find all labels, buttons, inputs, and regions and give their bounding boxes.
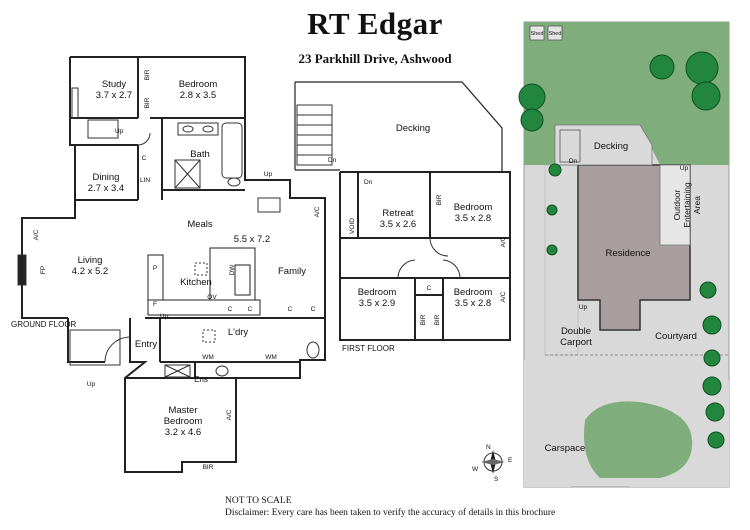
code-wm-2: WM <box>265 354 277 361</box>
room-master-dims: 3.2 x 4.6 <box>165 427 201 438</box>
code-bir-study: BIR <box>144 69 151 80</box>
room-meals: Meals <box>187 219 213 230</box>
room-living-dims: 4.2 x 5.2 <box>72 266 108 277</box>
code-dn-ff: Dn <box>364 179 373 186</box>
site-area: Area <box>692 196 702 214</box>
code-up-entry: Up <box>160 313 169 320</box>
room-study-dims: 3.7 x 2.7 <box>96 90 132 101</box>
room-kitchen: Kitchen <box>180 277 212 288</box>
code-dn-deck: Dn <box>328 157 337 164</box>
room-master: Master <box>168 405 197 416</box>
not-to-scale: NOT TO SCALE <box>225 496 292 506</box>
room-dining-dims: 2.7 x 3.4 <box>88 183 124 194</box>
code-up-porch: Up <box>87 381 96 388</box>
compass-n: N <box>486 444 491 451</box>
code-void: VOID <box>349 218 356 234</box>
compass-icon: N E S W <box>472 444 513 483</box>
site-labels: Decking Residence Outdoor Entertaining A… <box>531 31 702 454</box>
first-floor-plan <box>294 81 511 341</box>
room-dining: Dining <box>93 172 120 183</box>
disclaimer: Disclaimer: Every care has been taken to… <box>225 508 556 518</box>
code-ov: OV <box>207 294 217 301</box>
site-carport: Carport <box>560 337 592 348</box>
code-f: F <box>153 301 157 308</box>
room-bedroom-se-dims: 3.5 x 2.8 <box>455 298 491 309</box>
code-ac-living: A/C <box>33 229 40 240</box>
code-bir-ff-1: BIR <box>436 194 443 205</box>
code-c-wc: C <box>311 306 316 313</box>
code-ac-master: A/C <box>226 409 233 420</box>
room-bedroom-se: Bedroom <box>454 287 493 298</box>
compass-s: S <box>494 476 499 483</box>
room-bedroom-sw: Bedroom <box>358 287 397 298</box>
trees <box>518 51 725 449</box>
compass-w: W <box>472 466 479 473</box>
room-bedroom-ne-dims: 3.5 x 2.8 <box>455 213 491 224</box>
site-outdoor: Outdoor <box>672 189 682 220</box>
site-residence: Residence <box>606 248 651 259</box>
site-up-outdoor: Up <box>680 165 689 172</box>
code-up-stair: Up <box>115 128 124 135</box>
code-up-deck: Up <box>264 171 273 178</box>
site-shed-1: Shed <box>531 31 544 37</box>
code-dw: DW <box>229 264 236 276</box>
code-fp: FP <box>40 266 47 274</box>
room-bedroom-1-dims: 2.8 x 3.5 <box>180 90 216 101</box>
room-family: Family <box>278 266 306 277</box>
code-bir-master: BIR <box>203 464 214 471</box>
code-lin: LIN <box>140 177 150 184</box>
first-floor-caption: FIRST FLOOR <box>342 344 395 353</box>
first-floor-labels: Decking Retreat 3.5 x 2.6 Bedroom 3.5 x … <box>328 123 507 353</box>
site-up-carport: Up <box>579 304 588 311</box>
code-c-hall: C <box>142 155 147 162</box>
code-wm-1: WM <box>202 354 214 361</box>
code-bir-ff-3: BIR <box>434 314 441 325</box>
room-bedroom-ne: Bedroom <box>454 202 493 213</box>
code-ac-ff-2: A/C <box>500 291 507 302</box>
room-retreat-dims: 3.5 x 2.6 <box>380 219 416 230</box>
site-dn-deck: Dn <box>569 158 578 165</box>
room-bedroom-1: Bedroom <box>179 79 218 90</box>
site-decking: Decking <box>594 141 628 152</box>
room-study: Study <box>102 79 127 90</box>
first-floor-fixtures <box>296 104 461 279</box>
site-entertaining: Entertaining <box>682 182 692 228</box>
code-bir-bed: BIR <box>144 97 151 108</box>
code-c-family: C <box>288 306 293 313</box>
room-bedroom-sw-dims: 3.5 x 2.9 <box>359 298 395 309</box>
ground-floor-plan <box>21 56 326 473</box>
room-meals-dims: 5.5 x 7.2 <box>234 234 270 245</box>
site-courtyard: Courtyard <box>655 331 697 342</box>
room-laundry: L'dry <box>228 327 249 338</box>
property-address: 23 Parkhill Drive, Ashwood <box>298 51 452 66</box>
ground-floor-caption: GROUND FLOOR <box>11 320 77 329</box>
site-double: Double <box>561 326 591 337</box>
room-living: Living <box>78 255 103 266</box>
site-plan <box>518 21 730 488</box>
site-shed-2: Shed <box>549 31 562 37</box>
site-carspace: Carspace <box>545 443 586 454</box>
room-bath: Bath <box>190 149 210 160</box>
compass-e: E <box>508 457 513 464</box>
code-ac-ff-1: A/C <box>500 236 507 247</box>
room-retreat: Retreat <box>382 208 414 219</box>
ff-decking: Decking <box>396 123 430 134</box>
code-c-ff: C <box>427 285 432 292</box>
room-entry: Entry <box>135 339 157 350</box>
room-master-2: Bedroom <box>164 416 203 427</box>
code-c-kitchen-1: C <box>228 306 233 313</box>
ground-floor-labels: Study 3.7 x 2.7 Bedroom 2.8 x 3.5 Bath D… <box>11 69 321 471</box>
code-ac-family: A/C <box>314 206 321 217</box>
room-ensuite: Ens <box>194 375 208 384</box>
code-c-kitchen-2: C <box>248 306 253 313</box>
code-bir-ff-2: BIR <box>420 314 427 325</box>
agency-title: RT Edgar <box>307 6 443 41</box>
ground-floor-fixtures <box>17 87 320 378</box>
code-p: P <box>153 265 157 272</box>
